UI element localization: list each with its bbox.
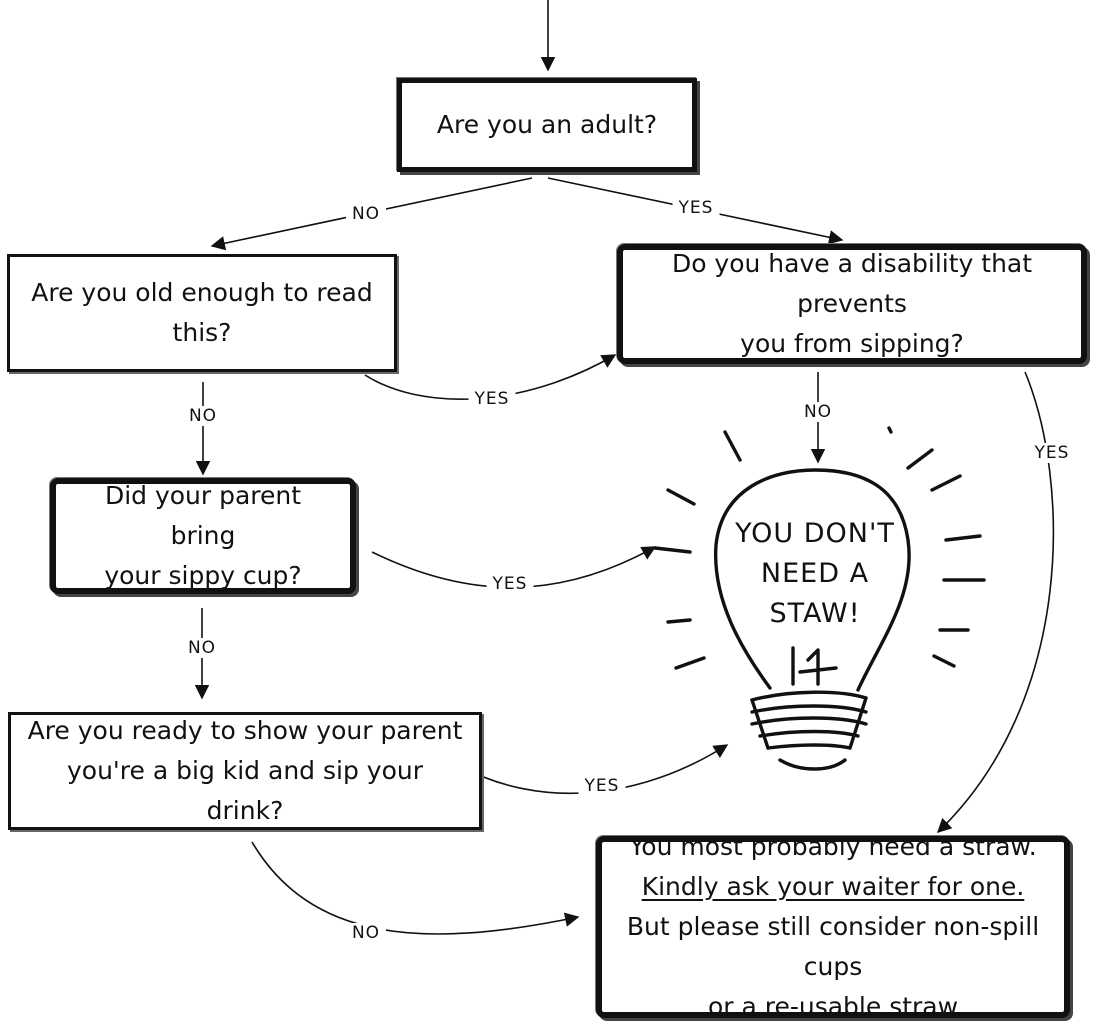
node-straw-line4: or a re-usable straw [707,992,959,1021]
edge-label-old-yes: YES [468,389,516,409]
lightbulb-icon [653,426,986,771]
edge-label-sippy-yes: YES [486,574,534,594]
node-sippy-line1: Did your parent bring [104,481,302,550]
node-disability-line1: Do you have a disability that prevents [671,249,1033,318]
node-straw-line3: But please still consider non-spill cups [626,912,1040,981]
bulb-text-line2: NEED A [760,558,870,589]
node-adult-text: Are you an adult? [436,110,658,139]
node-disability: Do you have a disability that prevents y… [617,244,1087,364]
bulb-text-line1: YOU DON'T [735,518,895,549]
edge-label-adult-yes: YES [672,198,720,218]
edge-ready-no [251,841,580,935]
bulb-text: YOU DON'T NEED A STAW! [735,514,895,634]
node-ready: Are you ready to show your parent you're… [8,712,482,830]
node-sippy: Did your parent bring your sippy cup? [50,478,356,594]
node-sippy-line2: your sippy cup? [104,561,302,590]
node-old-enough-line1: Are you old enough to read [31,278,373,307]
node-adult: Are you an adult? [397,78,697,172]
node-disability-line2: you from sipping? [740,329,964,358]
node-old-enough-line2: this? [172,318,232,347]
edge-label-old-no: NO [182,406,224,426]
bulb-text-line3: STAW! [769,598,861,629]
edge-label-disability-yes: YES [1028,443,1076,463]
edge-label-adult-no: NO [345,204,387,224]
node-straw-line2: Kindly ask your waiter for one. [641,872,1025,901]
edge-label-disability-no: NO [797,402,839,422]
edge-disability-yes [936,371,1055,834]
node-straw-line1: You most probably need a straw. [629,832,1037,861]
node-ready-line2: you're a big kid and sip your drink? [67,756,423,825]
node-old-enough: Are you old enough to read this? [7,254,397,372]
node-ready-line1: Are you ready to show your parent [27,716,463,745]
edge-label-ready-yes: YES [578,776,626,796]
edge-label-ready-no: NO [345,923,387,943]
node-straw: You most probably need a straw. Kindly a… [596,832,1070,1021]
edge-label-sippy-no: NO [181,638,223,658]
